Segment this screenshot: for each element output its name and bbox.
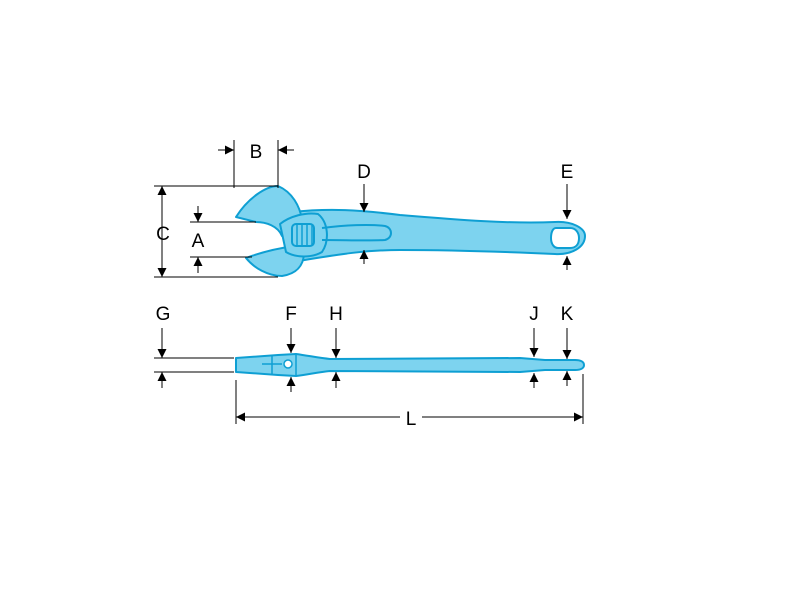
side-pin [283, 359, 293, 369]
adjusting-worm [291, 223, 315, 247]
hanging-hole [550, 227, 580, 249]
wrench-side-view [235, 353, 585, 377]
label-K: K [561, 304, 574, 325]
side-profile [235, 353, 585, 377]
label-H: H [329, 304, 343, 325]
label-J: J [529, 304, 539, 325]
label-C: C [156, 224, 170, 245]
label-E: E [561, 162, 574, 183]
label-F: F [285, 304, 297, 325]
wrench-top-view [235, 185, 586, 277]
dimension-lines [154, 140, 584, 424]
label-B: B [250, 142, 263, 163]
handle-slot [321, 223, 392, 242]
label-D: D [357, 162, 371, 183]
worm-threads [296, 225, 313, 245]
label-L: L [406, 409, 417, 430]
label-G: G [156, 304, 171, 325]
side-head-detail [271, 354, 297, 376]
label-L-gap [400, 407, 422, 427]
wrench-handle [291, 208, 586, 263]
label-A: A [192, 231, 205, 252]
